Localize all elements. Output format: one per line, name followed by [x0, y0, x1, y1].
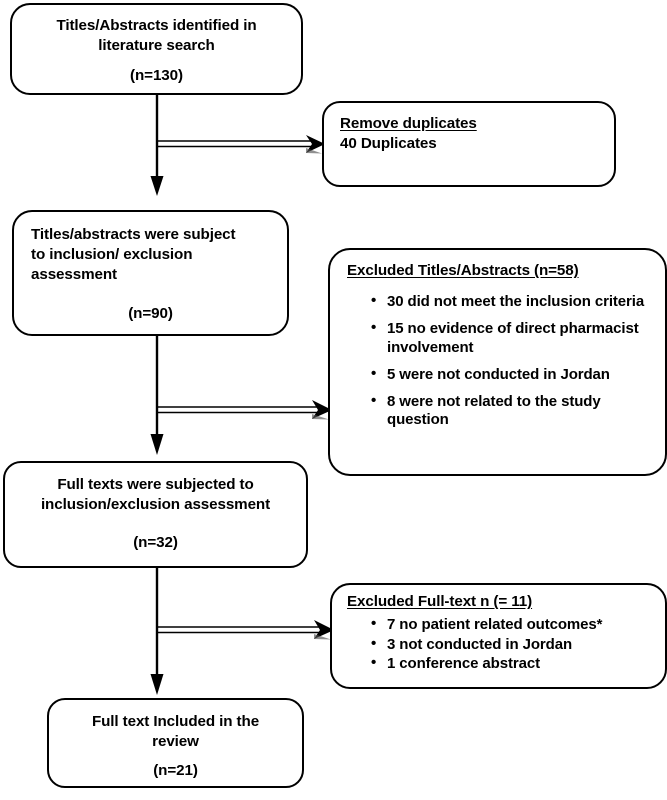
stage-box-included: Full text Included in the review (n=21)	[47, 698, 304, 788]
exclusion-box-excluded-titles: Excluded Titles/Abstracts (n=58) 30 did …	[328, 248, 667, 476]
stage-fulltext-line-1: Full texts were subjected to	[57, 476, 254, 493]
stage-fulltext-line-2: inclusion/exclusion assessment	[40, 496, 271, 514]
stage-box-screened: Titles/abstracts were subject to inclusi…	[12, 210, 289, 336]
list-item: 30 did not meet the inclusion criteria	[371, 292, 655, 311]
exclusion-titles-heading: Excluded Titles/Abstracts (n=58)	[347, 262, 579, 279]
stage-identified-line-2: literature search	[98, 37, 215, 55]
connector-fulltext-to-included	[150, 568, 164, 695]
connector-identified-to-screened	[150, 95, 164, 196]
connector-screened-to-excluded-titles	[157, 400, 332, 420]
stage-fulltext-count: (n=32)	[133, 534, 178, 551]
list-item: 15 no evidence of direct pharmacist invo…	[371, 319, 655, 357]
list-item: 8 were not related to the study question	[371, 392, 655, 430]
stage-included-count: (n=21)	[153, 762, 198, 779]
exclusion-fulltext-list: 7 no patient related outcomes* 3 not con…	[351, 614, 657, 674]
stage-screened-line-2: to inclusion/ exclusion	[31, 246, 193, 264]
stage-included-line-2: review	[152, 733, 199, 751]
exclusion-fulltext-heading: Excluded Full-text n (= 11)	[347, 593, 533, 610]
connector-screened-to-fulltext	[150, 336, 164, 455]
exclusion-duplicates-subtext: 40 Duplicates	[340, 135, 437, 153]
stage-screened-count: (n=90)	[128, 305, 173, 322]
stage-box-identified: Titles/Abstracts identified in literatur…	[10, 3, 303, 95]
list-item: 3 not conducted in Jordan	[371, 634, 657, 655]
exclusion-titles-list: 30 did not meet the inclusion criteria 1…	[351, 292, 655, 439]
list-item: 7 no patient related outcomes*	[371, 614, 657, 635]
stage-screened-line-1: Titles/abstracts were subject	[31, 226, 236, 243]
stage-identified-count: (n=130)	[130, 67, 183, 84]
exclusion-box-duplicates: Remove duplicates 40 Duplicates	[322, 101, 616, 187]
list-item: 5 were not conducted in Jordan	[371, 365, 655, 384]
list-item: 1 conference abstract	[371, 653, 657, 674]
stage-box-fulltext: Full texts were subjected to inclusion/e…	[3, 461, 308, 568]
stage-screened-line-3: assessment	[31, 266, 117, 284]
exclusion-duplicates-heading: Remove duplicates	[340, 115, 477, 132]
stage-identified-line-1: Titles/Abstracts identified in	[56, 17, 257, 34]
connector-fulltext-to-excluded-fulltext	[157, 620, 334, 640]
stage-included-line-1: Full text Included in the	[91, 713, 260, 730]
exclusion-box-excluded-fulltext: Excluded Full-text n (= 11) 7 no patient…	[330, 583, 667, 689]
connector-identified-to-duplicates	[157, 135, 325, 154]
